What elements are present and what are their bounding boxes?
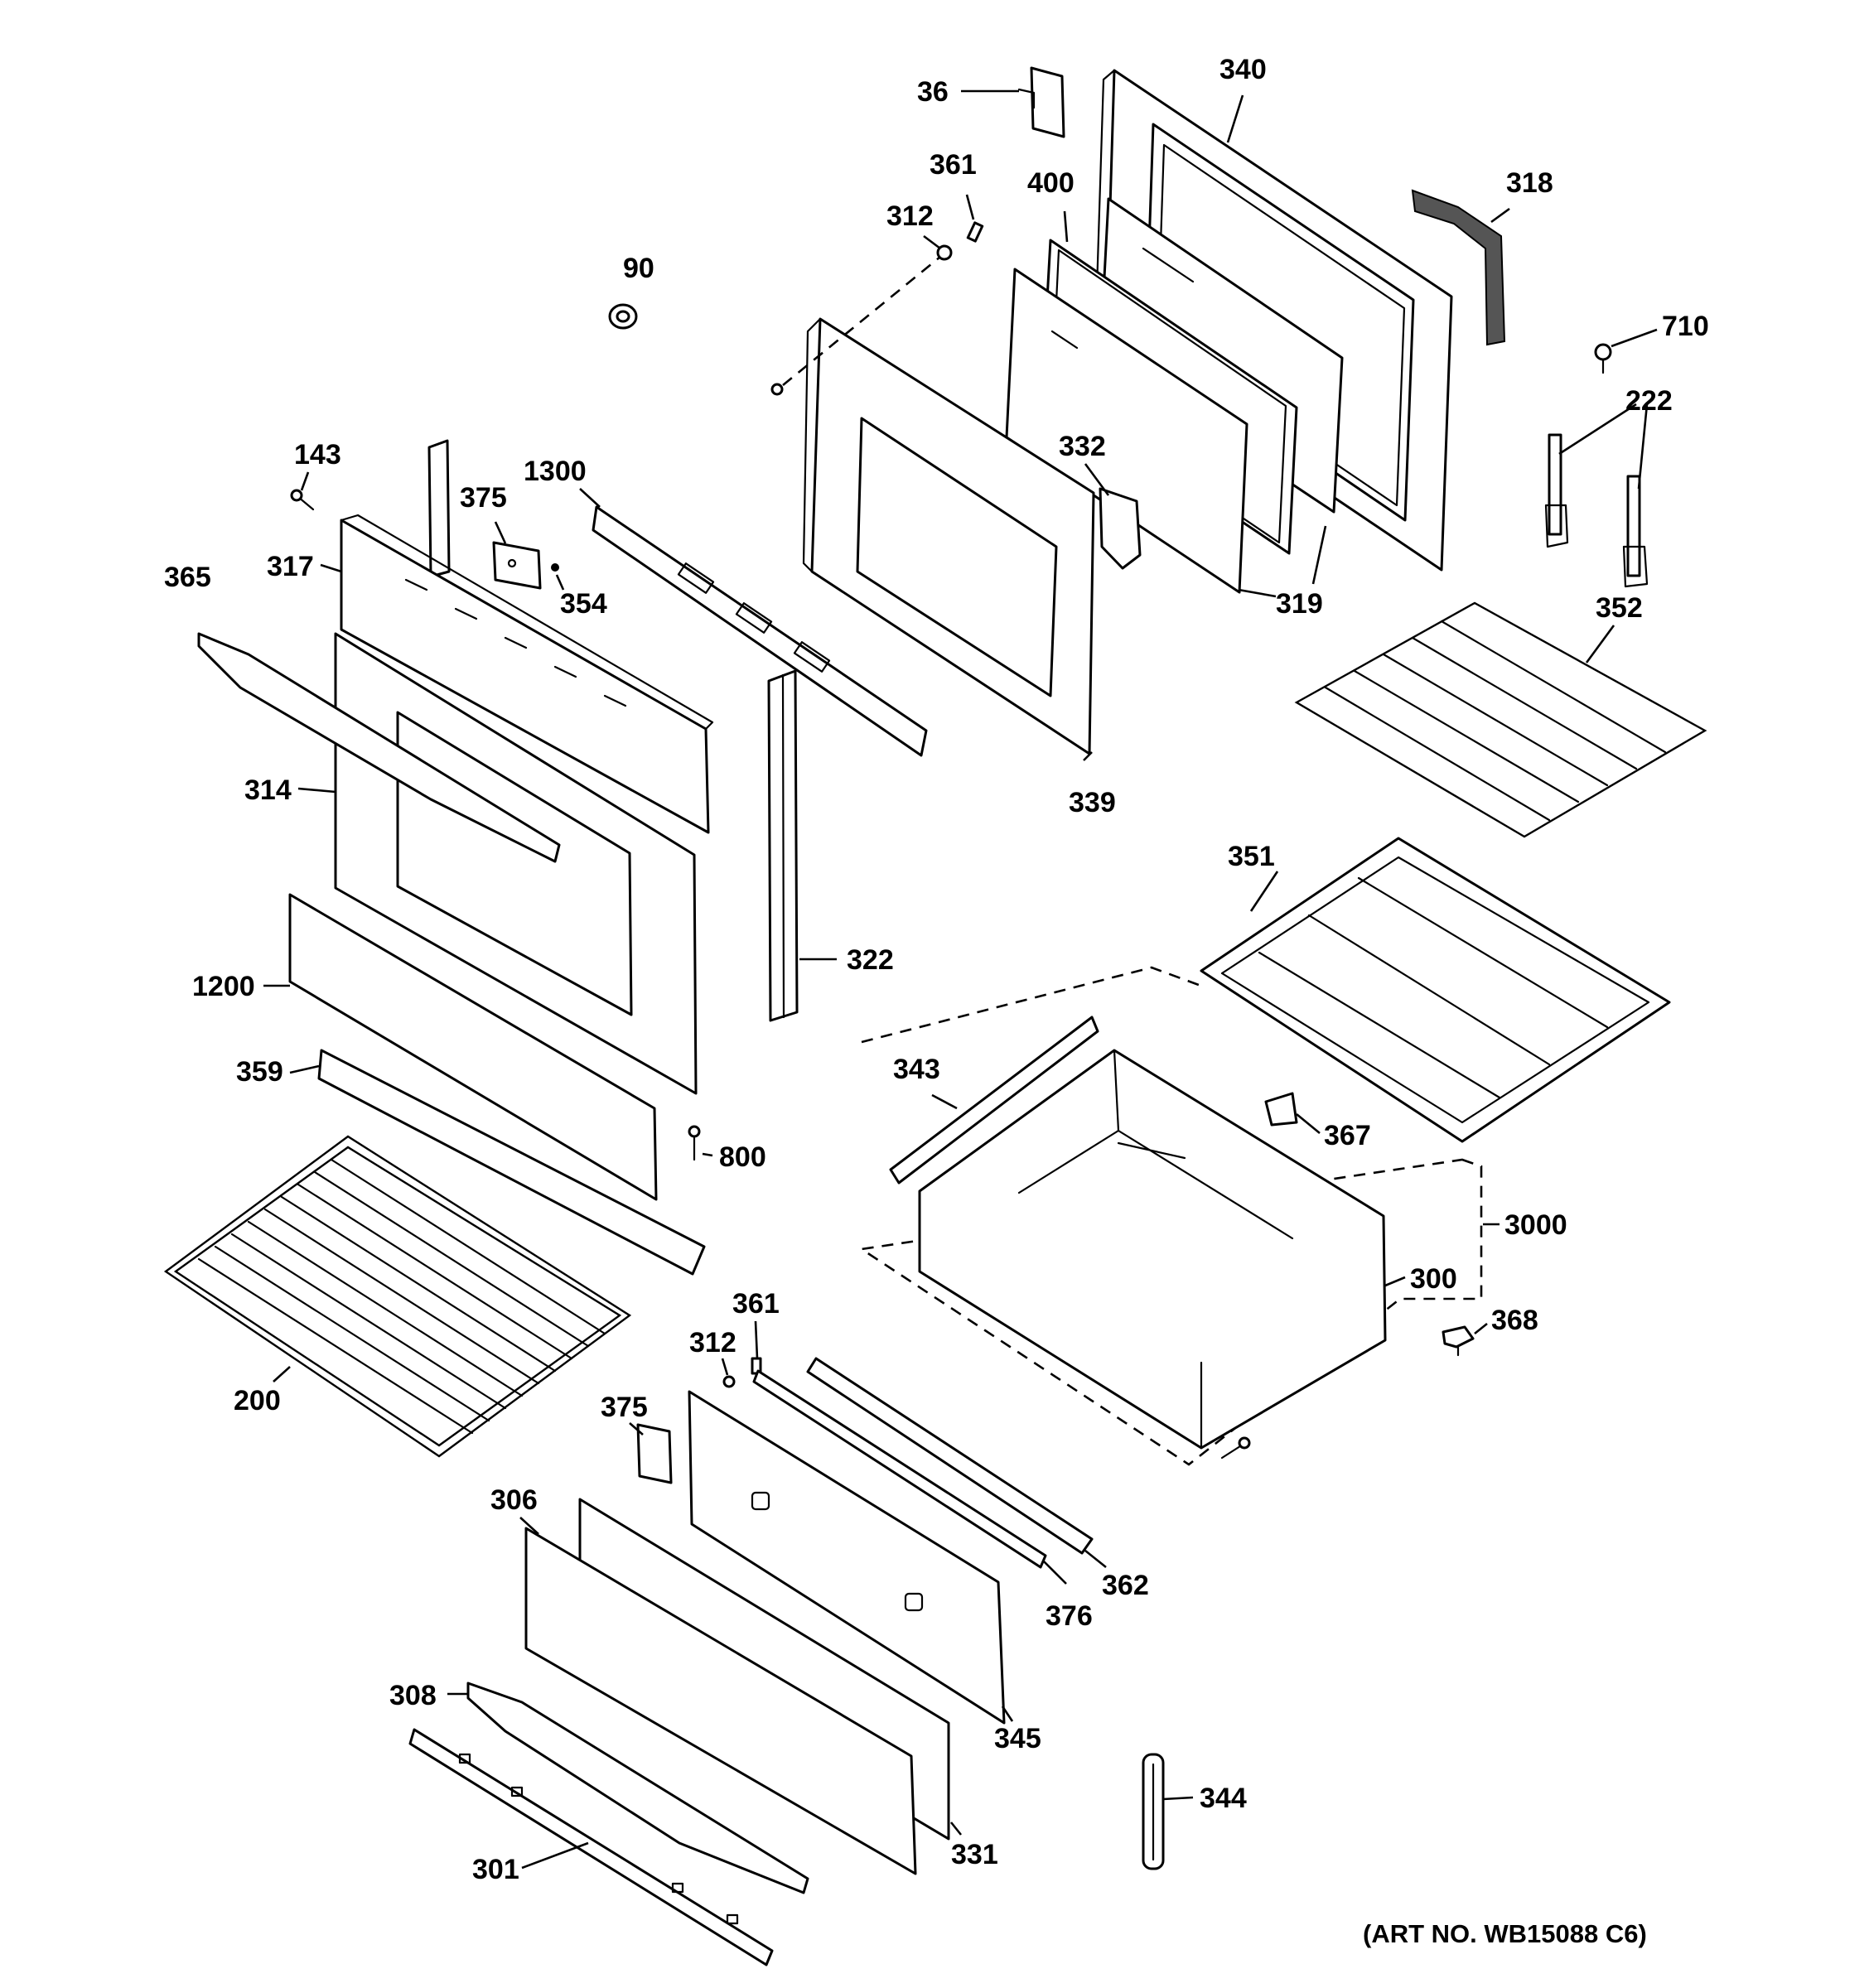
part-343-rail (889, 1016, 1099, 1185)
label-361-top: 361 (930, 149, 977, 181)
label-343: 343 (893, 1054, 940, 1085)
label-308: 308 (389, 1680, 437, 1711)
part-345-drawer-back (688, 1390, 1006, 1725)
part-375-hinge-top (492, 541, 542, 590)
label-340: 340 (1219, 54, 1267, 85)
label-90: 90 (623, 253, 654, 284)
label-312-top: 312 (886, 200, 934, 232)
label-300: 300 (1410, 1263, 1457, 1295)
part-36-bracket (1017, 66, 1065, 138)
part-308-drawer-handle (466, 1682, 809, 1894)
part-710-screw (1594, 343, 1612, 374)
part-1300-vent-bracket (592, 505, 928, 757)
part-3000-assembly-outline (858, 966, 1483, 1466)
label-332: 332 (1059, 431, 1106, 462)
part-301-trim (408, 1728, 774, 1966)
label-354: 354 (560, 588, 607, 620)
label-1300: 1300 (524, 456, 587, 487)
label-376: 376 (1046, 1600, 1093, 1632)
label-306: 306 (490, 1484, 538, 1516)
label-322: 322 (847, 944, 894, 976)
label-200: 200 (234, 1385, 281, 1416)
label-352: 352 (1596, 592, 1643, 624)
label-710: 710 (1662, 311, 1709, 342)
part-365-handle (197, 632, 561, 863)
label-312-mid: 312 (689, 1327, 736, 1358)
part-222-igniter (1544, 433, 1649, 588)
part-bottom-screw (1220, 1436, 1251, 1460)
label-301: 301 (472, 1854, 519, 1885)
part-1200-kick-panel (288, 893, 658, 1201)
part-800-screw (688, 1125, 701, 1161)
label-362: 362 (1102, 1570, 1149, 1601)
callout-labels: 36 340 361 312 400 318 90 710 222 143 37… (164, 54, 1709, 1948)
label-1200: 1200 (192, 971, 255, 1002)
part-322-side-trim (767, 669, 799, 1022)
label-351: 351 (1228, 841, 1275, 872)
part-200-oven-rack (163, 1135, 632, 1458)
part-312-361-screws (770, 221, 984, 396)
label-365: 365 (164, 562, 211, 593)
label-345: 345 (994, 1723, 1041, 1754)
label-375-mid: 375 (601, 1392, 648, 1423)
part-367-clip (1264, 1092, 1298, 1127)
part-376-slide (752, 1369, 1047, 1569)
part-362-rod (806, 1357, 1094, 1555)
part-344-slide-rail (1142, 1753, 1165, 1870)
label-361-mid: 361 (732, 1288, 780, 1320)
label-143: 143 (294, 439, 341, 470)
part-318-gasket (1411, 189, 1506, 346)
label-400: 400 (1027, 167, 1075, 199)
part-317-control-trim (340, 514, 714, 834)
label-314: 314 (244, 774, 292, 806)
part-side-strip (427, 439, 451, 578)
part-359-trim (317, 1049, 706, 1276)
label-36: 36 (917, 76, 949, 108)
label-359: 359 (236, 1056, 283, 1088)
part-368-leveling-foot (1442, 1325, 1475, 1357)
label-318: 318 (1506, 167, 1553, 199)
part-332-clip (1099, 487, 1142, 570)
part-90-grommet (608, 303, 638, 330)
part-300-drawer-body (918, 1049, 1387, 1450)
label-368: 368 (1491, 1305, 1538, 1336)
part-375-hinge-mid (636, 1423, 673, 1484)
label-222: 222 (1625, 385, 1673, 417)
part-339-door-panel (802, 317, 1095, 755)
part-inner-glass (1005, 268, 1248, 594)
part-306-drawer-front (524, 1527, 917, 1875)
label-317: 317 (267, 551, 314, 582)
part-354-screw (551, 563, 559, 572)
label-344: 344 (1200, 1783, 1247, 1814)
label-331: 331 (951, 1839, 998, 1870)
part-351-broiler-pan (1200, 837, 1671, 1143)
part-352-broil-rack (1294, 601, 1707, 838)
label-319: 319 (1276, 588, 1323, 620)
label-375-top: 375 (460, 482, 507, 514)
label-3000: 3000 (1504, 1209, 1567, 1241)
label-800: 800 (719, 1141, 766, 1173)
art-number: (ART NO. WB15088 C6) (1363, 1919, 1647, 1948)
part-143-screw (290, 489, 315, 511)
label-339: 339 (1069, 787, 1116, 818)
leader-lines (263, 89, 1658, 1870)
label-367: 367 (1324, 1120, 1371, 1151)
